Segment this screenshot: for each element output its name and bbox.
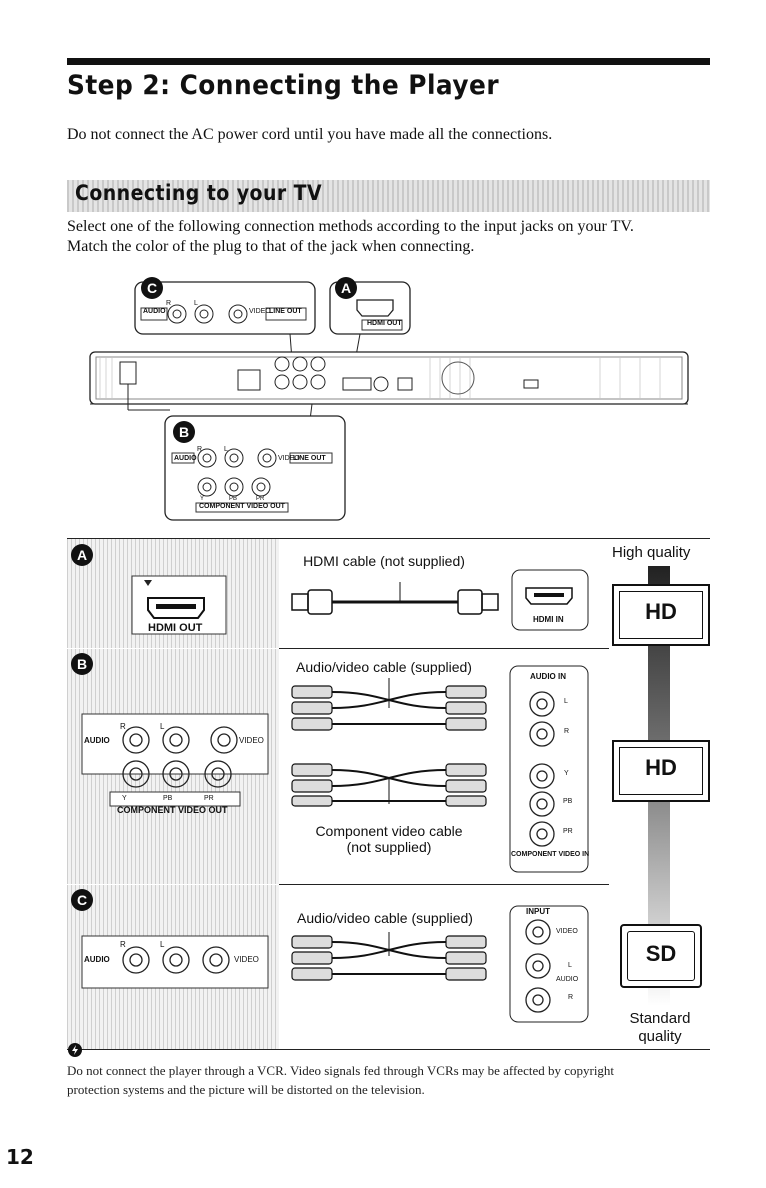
tv-c-audio-label: AUDIO xyxy=(556,976,579,983)
row-c-audio-label: AUDIO xyxy=(84,955,110,964)
quality-standard-line1: Standard xyxy=(629,1010,691,1027)
row-b-l-label: L xyxy=(160,722,165,731)
hdmi-cable-icon xyxy=(291,582,499,615)
tv-hd-1-label: HD xyxy=(645,599,677,624)
tv-hdmi-in-jack-icon xyxy=(511,569,589,631)
row-c-badge: C xyxy=(71,889,93,911)
tv-hd-2-label: HD xyxy=(645,755,677,780)
tv-audio-in-label: AUDIO IN xyxy=(530,672,566,681)
row-c-l-label: L xyxy=(160,940,165,949)
tv-b-l-label: L xyxy=(564,698,568,705)
b-line-out-label: LINE OUT xyxy=(293,455,326,462)
tv-b-r-label: R xyxy=(564,728,570,735)
table-top-rule xyxy=(67,538,710,539)
player-body xyxy=(89,351,689,405)
audio-r-jack xyxy=(167,304,187,324)
row-divider-bc xyxy=(279,884,609,885)
row-a-cable-label: HDMI cable (not supplied) xyxy=(303,553,465,569)
c-video-label: VIDEO xyxy=(249,308,271,315)
tv-component-in-jacks-icon xyxy=(509,665,589,873)
c-audio-label: AUDIO xyxy=(143,308,166,315)
av-and-component-cables-icon xyxy=(291,678,487,807)
row-a-tv-jack-label: HDMI IN xyxy=(533,615,564,624)
tv-hd-2-icon: HD xyxy=(612,740,710,802)
b-video-label: VIDEO xyxy=(278,455,300,462)
row-b-pb-label: PB xyxy=(163,795,173,802)
b-audio-label: AUDIO xyxy=(174,455,197,462)
player-rear-panel-diagram xyxy=(89,281,689,521)
row-c-r-label: R xyxy=(120,940,126,949)
row-c-player-jacks-icon xyxy=(81,935,269,989)
row-divider-ab xyxy=(279,648,609,649)
row-a-jack-label: HDMI OUT xyxy=(148,622,203,634)
row-b-player-jacks-icon xyxy=(81,713,269,807)
tv-input-label: INPUT xyxy=(526,907,550,916)
row-c-av-cable-icon xyxy=(291,932,487,981)
note-line-2: protection systems and the picture will … xyxy=(67,1082,425,1097)
hdmi-out-jack xyxy=(356,299,394,317)
b-pr-label: PR xyxy=(256,496,265,502)
c-line-out-label: LINE OUT xyxy=(269,308,302,315)
row-b-cable-label: Audio/video cable (supplied) xyxy=(296,659,472,675)
line-out-box xyxy=(265,307,307,321)
video-jack xyxy=(228,304,248,324)
b-y-label: Y xyxy=(200,496,205,502)
b-component-out-label: COMPONENT VIDEO OUT xyxy=(199,503,285,510)
tv-sd-label: SD xyxy=(645,941,677,966)
b-pb-label: PB xyxy=(229,496,238,502)
row-b-cable2-line2: (not supplied) xyxy=(346,839,432,855)
section-heading-bar: Connecting to your TV xyxy=(67,180,710,212)
tv-component-in-label: COMPONENT VIDEO IN xyxy=(511,851,590,858)
row-a-badge: A xyxy=(71,544,93,566)
tv-pr-label: PR xyxy=(563,828,573,835)
tv-input-jacks-icon xyxy=(509,905,589,1023)
row-b-badge: B xyxy=(71,653,93,675)
row-c-video-label: VIDEO xyxy=(234,955,259,964)
title-rule xyxy=(67,58,710,65)
tv-sd-icon: SD xyxy=(620,924,702,988)
badge-b: B xyxy=(173,421,195,443)
instruction-line-2: Match the color of the plug to that of t… xyxy=(67,238,475,255)
audio-label-box xyxy=(140,307,168,321)
row-b-video-label: VIDEO xyxy=(239,736,264,745)
tv-c-r-label: R xyxy=(568,994,574,1001)
b-r-label: R xyxy=(197,446,203,453)
badge-a: A xyxy=(335,277,357,299)
row-b-r-label: R xyxy=(120,722,126,731)
row-a-hdmi-out-jack-icon xyxy=(131,575,227,635)
row-b-cable2-line1: Component video cable xyxy=(315,823,463,839)
lan-port xyxy=(237,369,261,391)
instruction-line-1: Select one of the following connection m… xyxy=(67,218,634,235)
note-line-1: Do not connect the player through a VCR.… xyxy=(67,1063,615,1078)
tv-c-l-label: L xyxy=(568,962,572,969)
row-b-component-out-label: COMPONENT VIDEO OUT xyxy=(117,805,228,815)
hdmi-port xyxy=(342,377,372,391)
intro-text: Do not connect the AC power cord until y… xyxy=(67,126,553,143)
quality-high-label: High quality xyxy=(612,544,691,561)
row-c-cable-label: Audio/video cable (supplied) xyxy=(297,910,473,926)
b-l-label: L xyxy=(224,446,228,453)
row-b-y-label: Y xyxy=(122,795,127,802)
note-text: Do not connect the player through a VCR.… xyxy=(67,1061,707,1099)
page-title: Step 2: Connecting the Player xyxy=(67,70,500,101)
c-l-label: L xyxy=(194,300,198,307)
section-heading: Connecting to your TV xyxy=(75,181,323,205)
badge-c: C xyxy=(141,277,163,299)
tv-c-video-label: VIDEO xyxy=(556,928,578,935)
note-icon xyxy=(68,1043,82,1057)
tv-hd-1-icon: HD xyxy=(612,584,710,646)
quality-standard-line2: quality xyxy=(638,1028,682,1045)
tv-pb-label: PB xyxy=(563,798,573,805)
a-hdmi-out-label: HDMI OUT xyxy=(367,320,402,327)
row-b-pr-label: PR xyxy=(204,795,214,802)
row-b-audio-label: AUDIO xyxy=(84,736,110,745)
cooling-fan xyxy=(441,361,475,395)
callout-b-box xyxy=(164,415,346,521)
audio-l-jack xyxy=(194,304,214,324)
tv-y-label: Y xyxy=(564,770,569,777)
c-r-label: R xyxy=(166,300,172,307)
table-bottom-rule xyxy=(67,1049,710,1050)
page-number: 12 xyxy=(6,1145,34,1169)
callout-c-box xyxy=(134,281,316,335)
